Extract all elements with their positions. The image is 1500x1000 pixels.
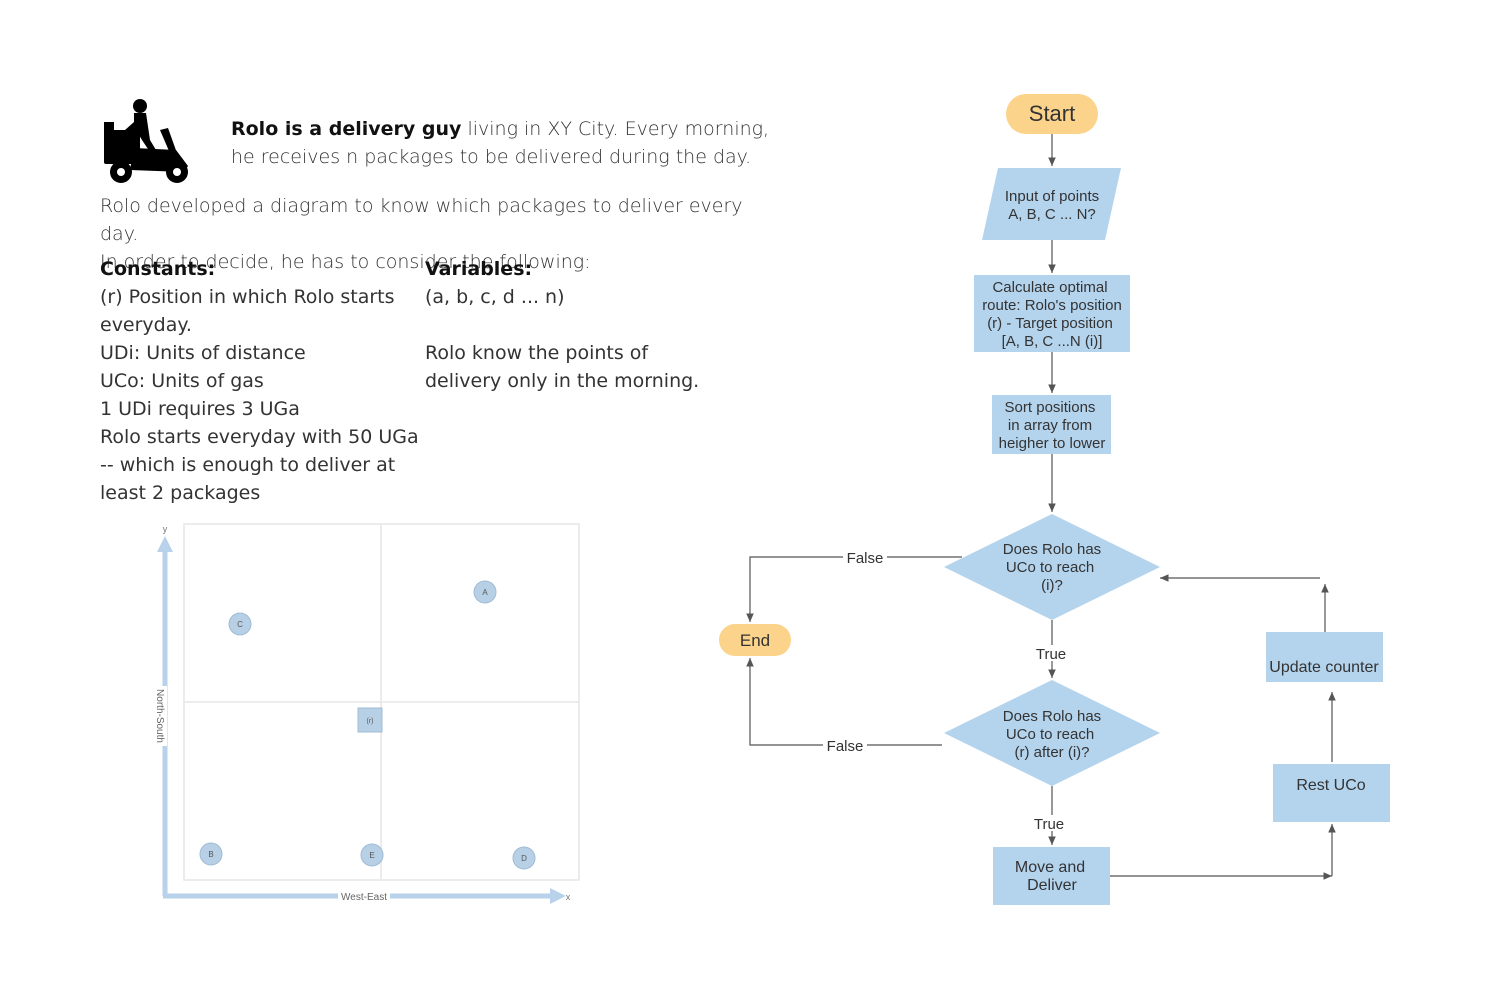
intro-paragraph: Rolo is a delivery guy living in XY City… [231, 115, 771, 171]
map-point-label: B [208, 850, 213, 859]
decision1-line-3: (i)? [1041, 577, 1063, 594]
calculate-process: Calculate optimal route: Rolo's position… [974, 275, 1130, 352]
rest-uco-process: Rest UCo [1273, 764, 1390, 822]
constant-item: UCo: Units of gas [100, 370, 264, 392]
delivery-scooter-icon [104, 99, 188, 183]
update-counter-process: Update counter [1266, 632, 1383, 682]
x-axis-letter: x [566, 892, 571, 902]
constant-item: Rolo starts everyday with 50 UGa -- whic… [100, 426, 419, 504]
intro-bold: Rolo is a delivery guy [231, 118, 462, 140]
input-parallelogram: Input of points A, B, C ... N? [982, 168, 1121, 240]
map-point-d: D [512, 846, 536, 870]
sort-line-2: in array from [1008, 417, 1092, 434]
constants-heading: Constants: [100, 258, 216, 280]
input-line-2: A, B, C ... N? [1008, 206, 1096, 223]
decision2-line-3: (r) after (i)? [1015, 744, 1090, 761]
map-point-b: B [199, 842, 223, 866]
description-line-1: Rolo developed a diagram to know which p… [100, 195, 743, 245]
map-point-label: D [521, 854, 527, 863]
end-label: End [740, 631, 770, 650]
move-line-1: Move and [1015, 859, 1085, 876]
decision-reach-return: Does Rolo has UCo to reach (r) after (i)… [944, 680, 1160, 786]
y-axis-letter: y [163, 524, 168, 534]
start-label: Start [1029, 101, 1075, 126]
variables-heading: Variables: [425, 258, 533, 280]
y-axis-arrow [157, 536, 173, 552]
constant-item: UDi: Units of distance [100, 342, 306, 364]
map-point-label: A [482, 588, 488, 597]
variable-item: Rolo know the points of delivery only in… [425, 342, 700, 392]
calculate-line-4: [A, B, C ...N (i)] [1002, 333, 1103, 350]
map-origin-r: (r) [357, 707, 383, 733]
map-point-label: E [369, 851, 374, 860]
move-deliver-process: Move and Deliver [993, 847, 1110, 905]
x-axis-arrow [550, 888, 566, 904]
move-line-2: Deliver [1027, 877, 1077, 894]
arrow-decision2-false [746, 658, 942, 746]
sort-line-1: Sort positions [1005, 399, 1096, 416]
arrow-decision1-false [746, 556, 962, 622]
variables-column: Variables: (a, b, c, d ... n) Rolo know … [425, 255, 725, 395]
delivery-map: y x North-South West-East A C (r) B E D [154, 523, 580, 904]
sort-process: Sort positions in array from heigher to … [992, 395, 1111, 454]
y-axis-label: North-South [154, 689, 165, 743]
intro-rest: living in XY City. Every morning, he rec… [231, 118, 770, 168]
sort-line-3: heigher to lower [999, 435, 1106, 452]
false-label-1: False [847, 550, 884, 567]
false-label-2: False [827, 738, 864, 755]
constant-item: 1 UDi requires 3 UGa [100, 398, 300, 420]
calculate-line-2: route: Rolo's position [982, 297, 1122, 314]
map-origin-label: (r) [367, 718, 374, 725]
constants-column: Constants: (r) Position in which Rolo st… [100, 255, 425, 507]
calculate-line-3: (r) - Target position [987, 315, 1113, 332]
x-axis-label: West-East [341, 892, 387, 903]
constant-item: (r) Position in which Rolo starts everyd… [100, 286, 395, 336]
map-point-c: C [228, 612, 252, 636]
update-label: Update counter [1269, 659, 1379, 676]
end-terminal: End [719, 624, 791, 656]
input-line-1: Input of points [1005, 188, 1099, 205]
calculate-line-1: Calculate optimal [992, 279, 1107, 296]
decision1-line-1: Does Rolo has [1003, 541, 1101, 558]
rest-label: Rest UCo [1296, 777, 1365, 794]
edge-labels: False False True True [823, 549, 1072, 833]
decision-reach-target: Does Rolo has UCo to reach (i)? [944, 514, 1160, 620]
variable-item: (a, b, c, d ... n) [425, 286, 565, 308]
true-label-2: True [1034, 816, 1064, 833]
decision2-line-1: Does Rolo has [1003, 708, 1101, 725]
map-point-a: A [473, 580, 497, 604]
decision2-line-2: UCo to reach [1006, 726, 1094, 743]
description-line-2: In order to decide, he has to consider t… [100, 251, 591, 273]
start-terminal: Start [1006, 94, 1098, 134]
map-point-e: E [360, 843, 384, 867]
decision1-line-2: UCo to reach [1006, 559, 1094, 576]
map-point-label: C [237, 620, 243, 629]
description-paragraph: Rolo developed a diagram to know which p… [100, 192, 780, 276]
true-label-1: True [1036, 646, 1066, 663]
